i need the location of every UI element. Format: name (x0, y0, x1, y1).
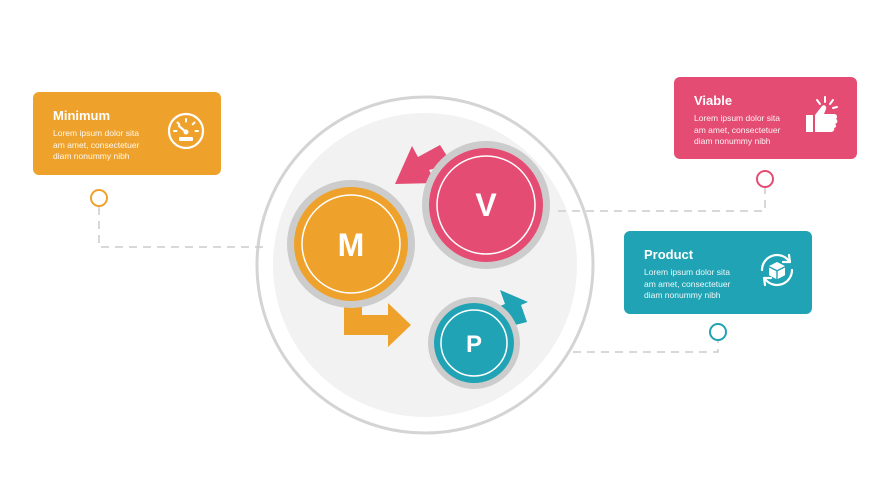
viable-card: Viable Lorem ipsum dolor sita am amet, c… (674, 77, 857, 159)
viable-description-line: am amet, consectetuer (694, 124, 781, 135)
viable-description-line: Lorem ipsum dolor sita (694, 113, 780, 123)
minimum-description-line: am amet, consectetuer (53, 139, 140, 150)
minimum-card: Minimum Lorem ipsum dolor sita am amet, … (33, 92, 221, 175)
product-description-line: Lorem ipsum dolor sita (644, 267, 730, 277)
product-description-line: diam nonummy nibh (644, 290, 721, 300)
minimum-description: Lorem ipsum dolor sita am amet, consecte… (53, 128, 163, 163)
node-product (709, 323, 727, 341)
node-viable (756, 170, 774, 188)
minimum-description-line: Lorem ipsum dolor sita (53, 128, 139, 138)
connector-viable (558, 188, 766, 212)
node-minimum (90, 189, 108, 207)
product-description: Lorem ipsum dolor sita am amet, consecte… (644, 267, 754, 302)
viable-letter: V (475, 187, 497, 223)
thumbs-up-icon (806, 96, 838, 132)
viable-title: Viable (694, 93, 733, 108)
product-title: Product (644, 247, 694, 262)
minimum-title: Minimum (53, 108, 111, 123)
connector-minimum (98, 207, 264, 248)
viable-description-line: diam nonummy nibh (694, 136, 771, 146)
connector-product (573, 341, 719, 353)
viable-description: Lorem ipsum dolor sita am amet, consecte… (694, 113, 804, 148)
product-card: Product Lorem ipsum dolor sita am amet, … (624, 231, 812, 314)
viable-circle-inner-ring (436, 155, 536, 255)
product-circle (434, 303, 514, 383)
product-circle-inner-ring (440, 309, 508, 377)
box-cycle-icon (760, 253, 794, 287)
product-description-line: am amet, consectetuer (644, 278, 731, 289)
minimum-description-line: diam nonummy nibh (53, 151, 130, 161)
minimum-letter: M (338, 227, 365, 263)
product-letter: P (466, 331, 482, 358)
minimum-circle-inner-ring (301, 194, 401, 294)
speedometer-icon (167, 112, 205, 150)
minimum-circle (294, 187, 408, 301)
viable-circle (429, 148, 543, 262)
viable-arrow (395, 145, 452, 184)
